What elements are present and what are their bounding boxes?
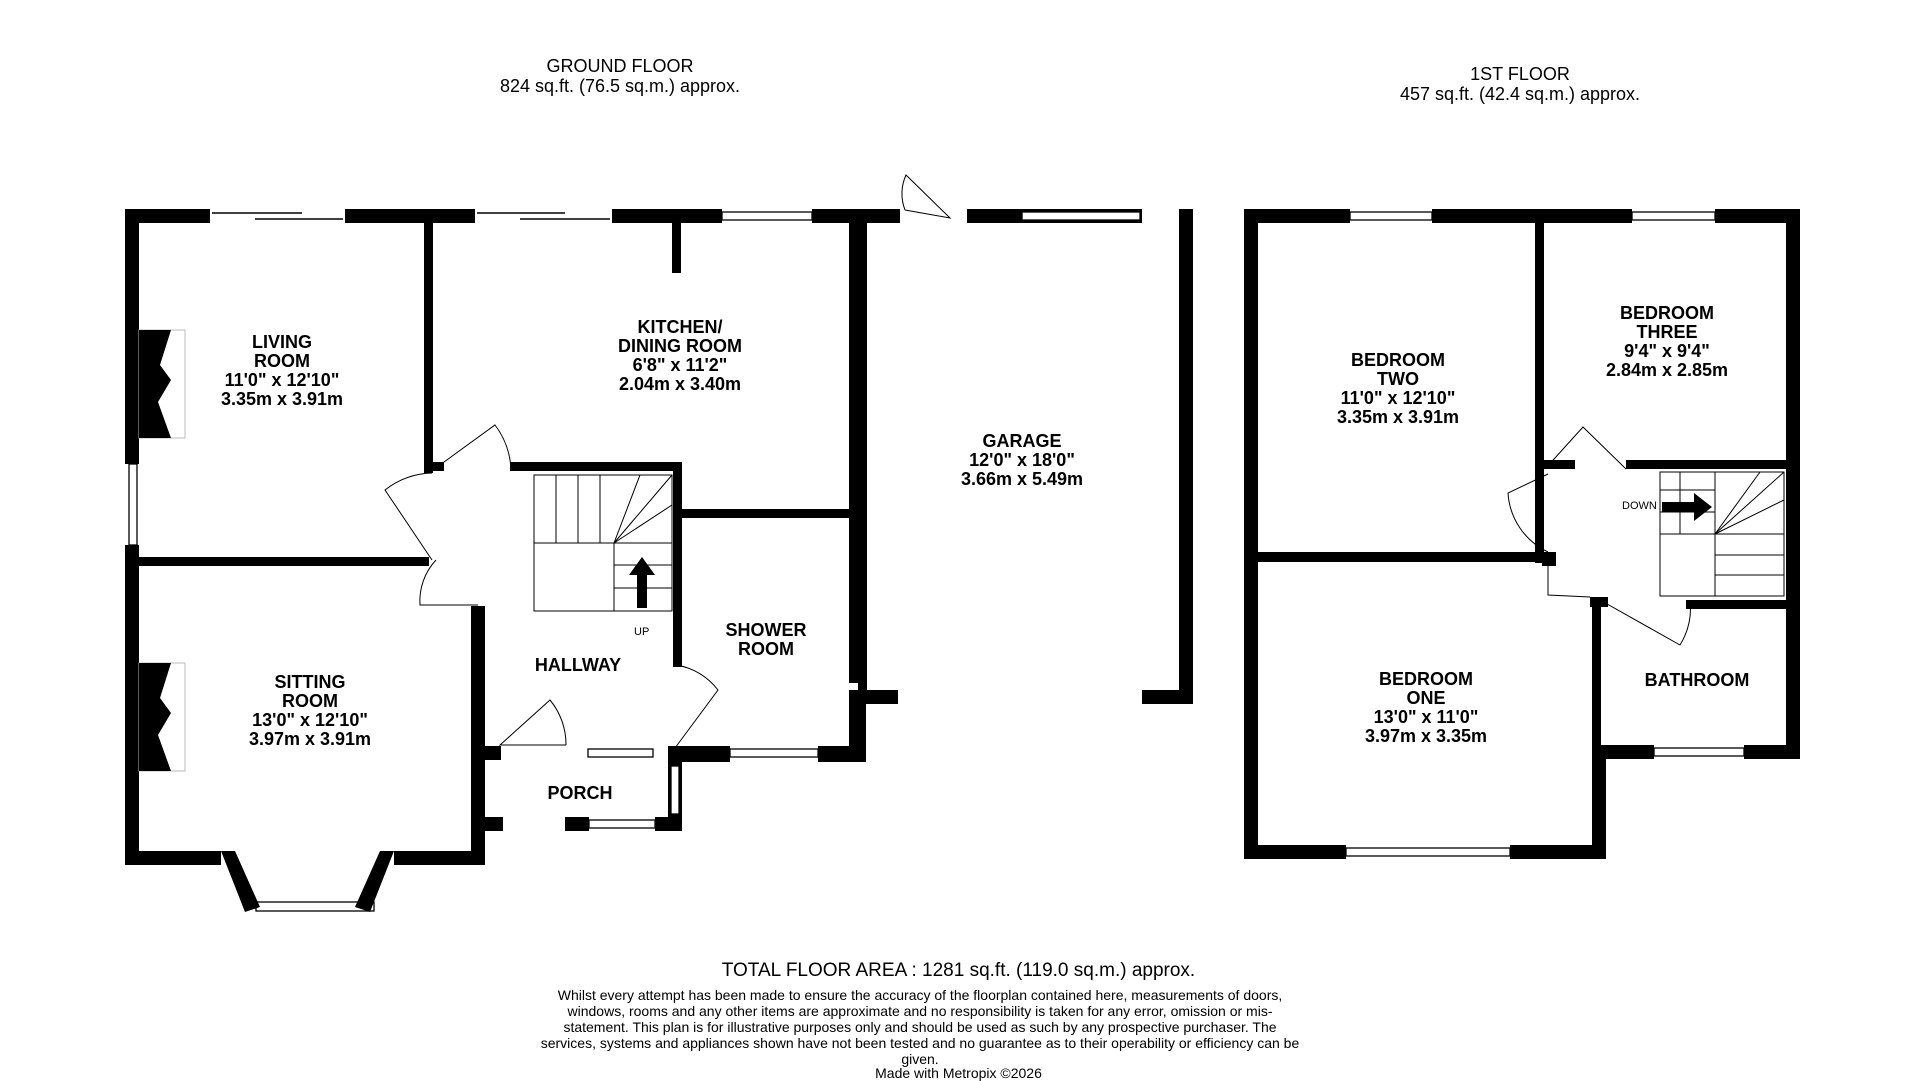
- room-name: HALLWAY: [534, 655, 622, 675]
- room-shower: SHOWER ROOM: [726, 621, 807, 659]
- first-floor-title: 1ST FLOOR: [1470, 64, 1570, 84]
- room-name: ROOM: [282, 691, 338, 711]
- stairs-down-arrow: [1662, 493, 1712, 521]
- room-imperial: 11'0" x 12'10": [1340, 388, 1456, 408]
- bay-window: [221, 851, 394, 912]
- room-bathroom: BATHROOM: [1645, 671, 1750, 690]
- room-imperial: 12'0" x 18'0": [969, 450, 1075, 470]
- ground-floor-title: GROUND FLOOR: [546, 56, 694, 76]
- ground-floor-heading: GROUND FLOOR 824 sq.ft. (76.5 sq.m.) app…: [480, 56, 760, 96]
- room-name: DINING ROOM: [618, 336, 742, 356]
- room-metric: 2.04m x 3.40m: [618, 374, 742, 394]
- first-floor-area: 457 sq.ft. (42.4 sq.m.) approx.: [1399, 84, 1641, 104]
- room-living: LIVING ROOM 11'0" x 12'10" 3.35m x 3.91m: [221, 333, 343, 409]
- room-metric: 2.84m x 2.85m: [1605, 360, 1729, 380]
- room-name: BEDROOM: [1379, 669, 1473, 689]
- room-metric: 3.97m x 3.35m: [1364, 726, 1488, 746]
- room-metric: 3.66m x 5.49m: [960, 469, 1084, 489]
- room-hallway: HALLWAY: [535, 656, 621, 675]
- room-imperial: 13'0" x 12'10": [252, 710, 368, 730]
- stairs-up-arrow: [629, 557, 655, 608]
- room-bedroom-one: BEDROOM ONE 13'0" x 11'0" 3.97m x 3.35m: [1365, 670, 1487, 746]
- room-name: THREE: [1636, 322, 1698, 342]
- first-floor-walls: [1244, 209, 1800, 859]
- first-door-swings: [1507, 426, 1691, 646]
- sliding-doors: [212, 212, 610, 220]
- ground-floor-area: 824 sq.ft. (76.5 sq.m.) approx.: [499, 76, 741, 96]
- room-name: PORCH: [547, 783, 613, 803]
- credit: Made with Metropix ©2026: [875, 1065, 1042, 1081]
- room-name: LIVING: [251, 332, 312, 352]
- room-name: TWO: [1377, 369, 1419, 389]
- room-name: ONE: [1406, 688, 1446, 708]
- room-name: GARAGE: [982, 431, 1062, 451]
- stairs-down-label: DOWN: [1622, 500, 1657, 512]
- room-name: BEDROOM: [1620, 303, 1714, 323]
- ground-floor-walls: [125, 209, 1193, 865]
- first-floor-heading: 1ST FLOOR 457 sq.ft. (42.4 sq.m.) approx…: [1380, 64, 1660, 104]
- first-floor-windows: [1345, 211, 1745, 857]
- room-imperial: 11'0" x 12'10": [224, 370, 340, 390]
- room-name: ROOM: [738, 639, 794, 659]
- room-imperial: 13'0" x 11'0": [1373, 707, 1479, 727]
- room-sitting: SITTING ROOM 13'0" x 12'10" 3.97m x 3.91…: [249, 673, 371, 749]
- room-kitchen: KITCHEN/ DINING ROOM 6'8" x 11'2" 2.04m …: [618, 318, 742, 394]
- room-imperial: 9'4" x 9'4": [1624, 341, 1710, 361]
- room-imperial: 6'8" x 11'2": [632, 355, 728, 375]
- total-floor-area: TOTAL FLOOR AREA : 1281 sq.ft. (119.0 sq…: [721, 960, 1196, 981]
- room-metric: 3.97m x 3.91m: [248, 729, 372, 749]
- room-name: SHOWER: [725, 620, 807, 640]
- stairs-up-label: UP: [634, 626, 650, 638]
- room-name: BEDROOM: [1351, 350, 1445, 370]
- ground-door-swings: [384, 174, 952, 749]
- room-garage: GARAGE 12'0" x 18'0" 3.66m x 5.49m: [961, 432, 1083, 489]
- room-bedroom-two: BEDROOM TWO 11'0" x 12'10" 3.35m x 3.91m: [1337, 351, 1459, 427]
- room-name: KITCHEN/: [637, 317, 723, 337]
- room-name: BATHROOM: [1644, 670, 1750, 690]
- room-bedroom-three: BEDROOM THREE 9'4" x 9'4" 2.84m x 2.85m: [1606, 304, 1728, 380]
- room-metric: 3.35m x 3.91m: [1336, 407, 1460, 427]
- fireplaces: [138, 329, 186, 772]
- disclaimer: Whilst every attempt has been made to en…: [540, 987, 1300, 1067]
- ground-stairs: [533, 474, 673, 612]
- room-name: ROOM: [254, 351, 310, 371]
- first-stairs: [1659, 471, 1785, 597]
- room-name: SITTING: [274, 672, 346, 692]
- room-metric: 3.35m x 3.91m: [220, 389, 344, 409]
- room-porch: PORCH: [547, 784, 612, 803]
